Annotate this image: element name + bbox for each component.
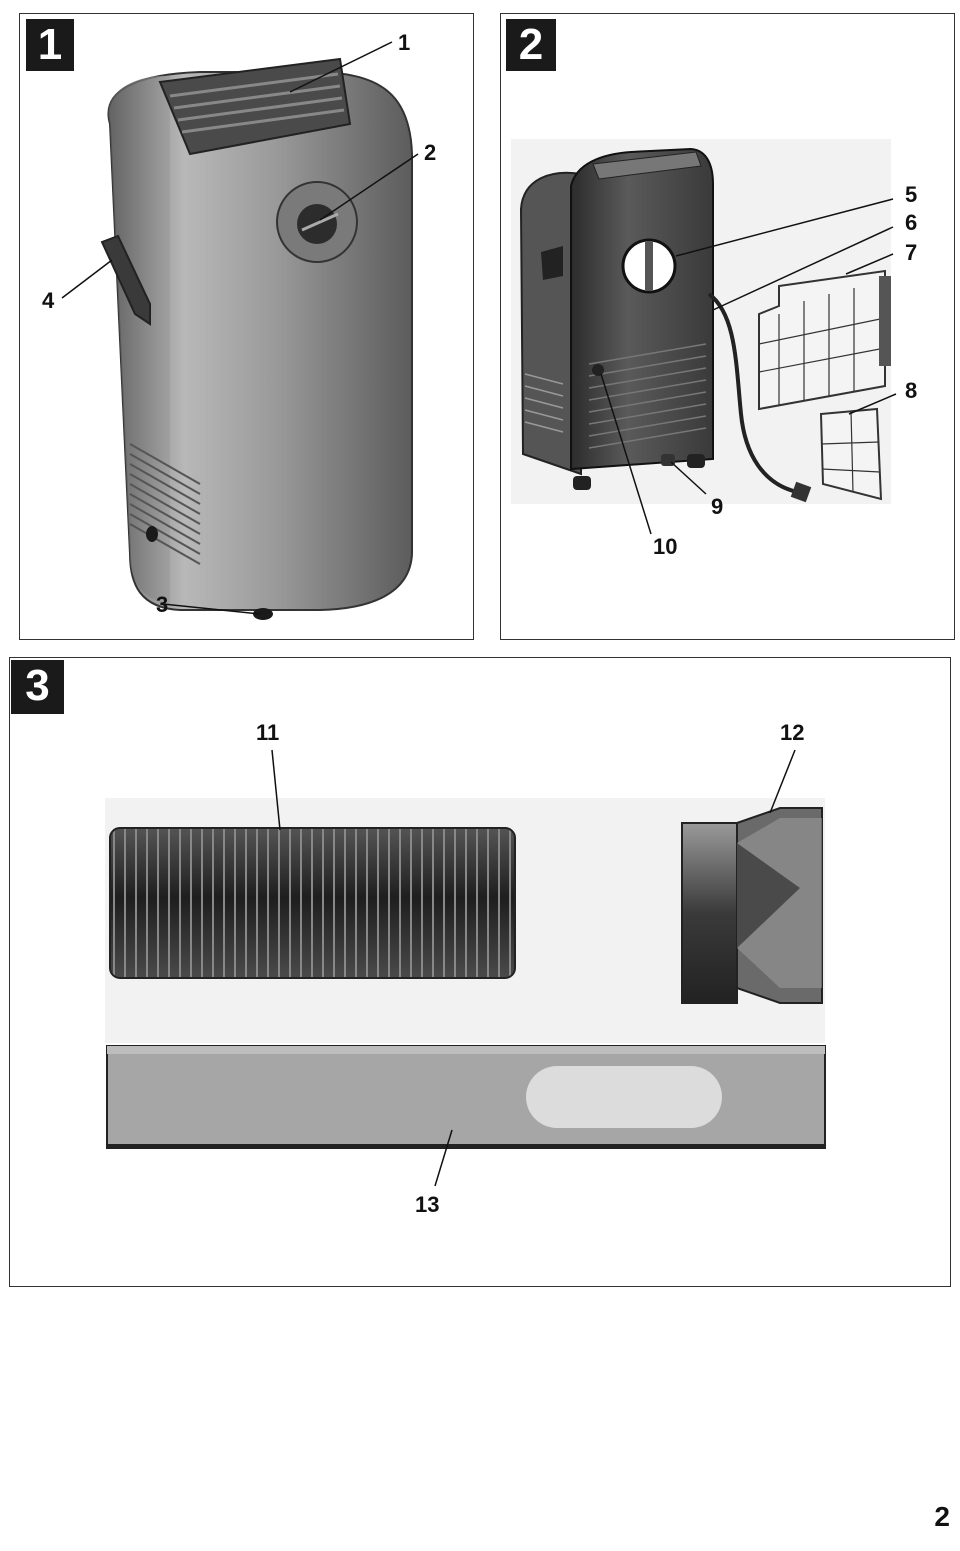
figure-badge: 3 [11, 660, 64, 714]
air-conditioner-front-illustration [61, 41, 419, 620]
callout-11: 11 [256, 720, 280, 745]
callout-1: 1 [398, 30, 411, 55]
figure-3-panel: 3 11 12 13 [9, 657, 951, 1287]
callout-9: 9 [711, 494, 724, 519]
figure-badge: 2 [506, 19, 556, 71]
callout-13: 13 [415, 1192, 440, 1217]
accessories-illustration [105, 749, 826, 1187]
figure-2-panel: 2 5 6 7 8 9 10 [500, 13, 955, 640]
callout-5: 5 [905, 182, 918, 207]
callout-12: 12 [780, 720, 805, 745]
page-number: 2 [934, 1501, 950, 1532]
callout-6: 6 [905, 210, 918, 235]
callout-4: 4 [42, 288, 55, 313]
air-conditioner-rear-illustration [511, 139, 897, 535]
figure-1-panel: 1 1 2 3 4 [19, 13, 474, 640]
callout-2: 2 [424, 140, 437, 165]
callout-7: 7 [905, 240, 918, 265]
callout-3: 3 [156, 592, 169, 617]
figure-badge: 1 [26, 19, 74, 71]
callout-10: 10 [653, 534, 678, 559]
callout-8: 8 [905, 378, 918, 403]
